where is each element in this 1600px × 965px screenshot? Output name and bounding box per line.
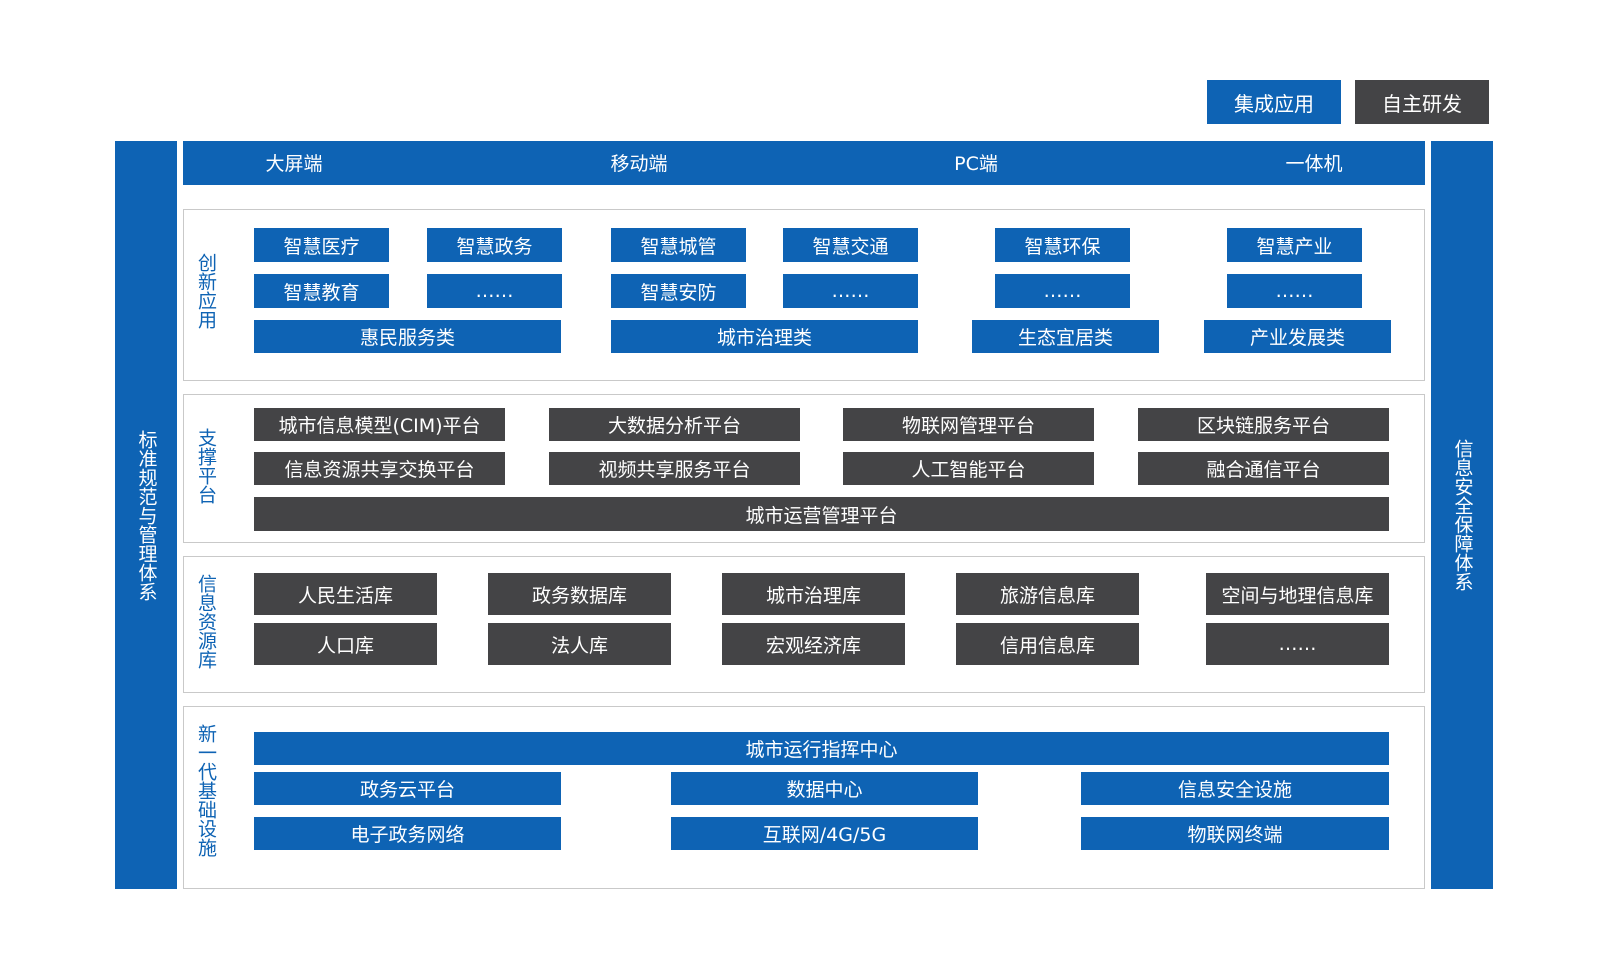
legend-integrated-apps: 集成应用 bbox=[1207, 80, 1341, 124]
app-smart-healthcare: 智慧医疗 bbox=[254, 228, 389, 262]
db-government-data: 政务数据库 bbox=[488, 573, 671, 615]
terminal-bar bbox=[183, 141, 1425, 185]
app-smart-security: 智慧安防 bbox=[611, 274, 746, 308]
terminal-big-screen: 大屏端 bbox=[265, 153, 323, 175]
infra-iot-terminals: 物联网终端 bbox=[1081, 817, 1389, 850]
category-public-service: 惠民服务类 bbox=[254, 320, 561, 353]
innovation-layer-label: 创新应用 bbox=[195, 253, 217, 329]
app-more-2: …… bbox=[783, 274, 918, 308]
app-more-3: …… bbox=[995, 274, 1130, 308]
db-spatial-geographic: 空间与地理信息库 bbox=[1206, 573, 1389, 615]
terminal-pc: PC端 bbox=[954, 153, 998, 175]
app-more-1: …… bbox=[427, 274, 562, 308]
db-credit: 信用信息库 bbox=[956, 623, 1139, 665]
security-assurance-pillar: 信息安全保障体系 bbox=[1431, 141, 1493, 889]
terminal-mobile: 移动端 bbox=[610, 153, 668, 175]
db-legal-entity: 法人库 bbox=[488, 623, 671, 665]
platform-artificial-intelligence: 人工智能平台 bbox=[843, 452, 1094, 485]
standards-management-pillar: 标准规范与管理体系 bbox=[115, 141, 177, 889]
db-more: …… bbox=[1206, 623, 1389, 665]
db-livelihood: 人民生活库 bbox=[254, 573, 437, 615]
db-tourism: 旅游信息库 bbox=[956, 573, 1139, 615]
platform-iot-management: 物联网管理平台 bbox=[843, 408, 1094, 441]
platform-video-sharing: 视频共享服务平台 bbox=[549, 452, 800, 485]
app-smart-environment: 智慧环保 bbox=[995, 228, 1130, 262]
infra-data-center: 数据中心 bbox=[671, 772, 978, 805]
city-operation-command-center: 城市运行指挥中心 bbox=[254, 732, 1389, 765]
platform-big-data-analytics: 大数据分析平台 bbox=[549, 408, 800, 441]
platform-converged-communication: 融合通信平台 bbox=[1138, 452, 1389, 485]
category-ecological-living: 生态宜居类 bbox=[972, 320, 1159, 353]
category-city-governance: 城市治理类 bbox=[611, 320, 918, 353]
infra-gov-cloud: 政务云平台 bbox=[254, 772, 561, 805]
infrastructure-layer-label: 新一代基础设施 bbox=[195, 724, 217, 857]
platform-cim: 城市信息模型(CIM)平台 bbox=[254, 408, 505, 441]
db-macro-economy: 宏观经济库 bbox=[722, 623, 905, 665]
platform-info-resource-exchange: 信息资源共享交换平台 bbox=[254, 452, 505, 485]
app-more-4: …… bbox=[1227, 274, 1362, 308]
security-assurance-label: 信息安全保障体系 bbox=[1451, 439, 1474, 591]
support-platform-layer-label: 支撑平台 bbox=[195, 428, 217, 504]
app-smart-education: 智慧教育 bbox=[254, 274, 389, 308]
app-smart-industry: 智慧产业 bbox=[1227, 228, 1362, 262]
legend-self-developed: 自主研发 bbox=[1355, 80, 1489, 124]
category-industry-development: 产业发展类 bbox=[1204, 320, 1391, 353]
standards-management-label: 标准规范与管理体系 bbox=[135, 429, 158, 601]
db-city-governance: 城市治理库 bbox=[722, 573, 905, 615]
app-smart-urban-management: 智慧城管 bbox=[611, 228, 746, 262]
terminal-all-in-one: 一体机 bbox=[1285, 153, 1343, 175]
infra-security-facilities: 信息安全设施 bbox=[1081, 772, 1389, 805]
infra-internet-4g-5g: 互联网/4G/5G bbox=[671, 817, 978, 850]
db-population: 人口库 bbox=[254, 623, 437, 665]
platform-blockchain-service: 区块链服务平台 bbox=[1138, 408, 1389, 441]
info-resource-layer-label: 信息资源库 bbox=[195, 574, 217, 669]
platform-city-operation-management: 城市运营管理平台 bbox=[254, 497, 1389, 531]
infra-e-gov-network: 电子政务网络 bbox=[254, 817, 561, 850]
app-smart-government: 智慧政务 bbox=[427, 228, 562, 262]
app-smart-transport: 智慧交通 bbox=[783, 228, 918, 262]
